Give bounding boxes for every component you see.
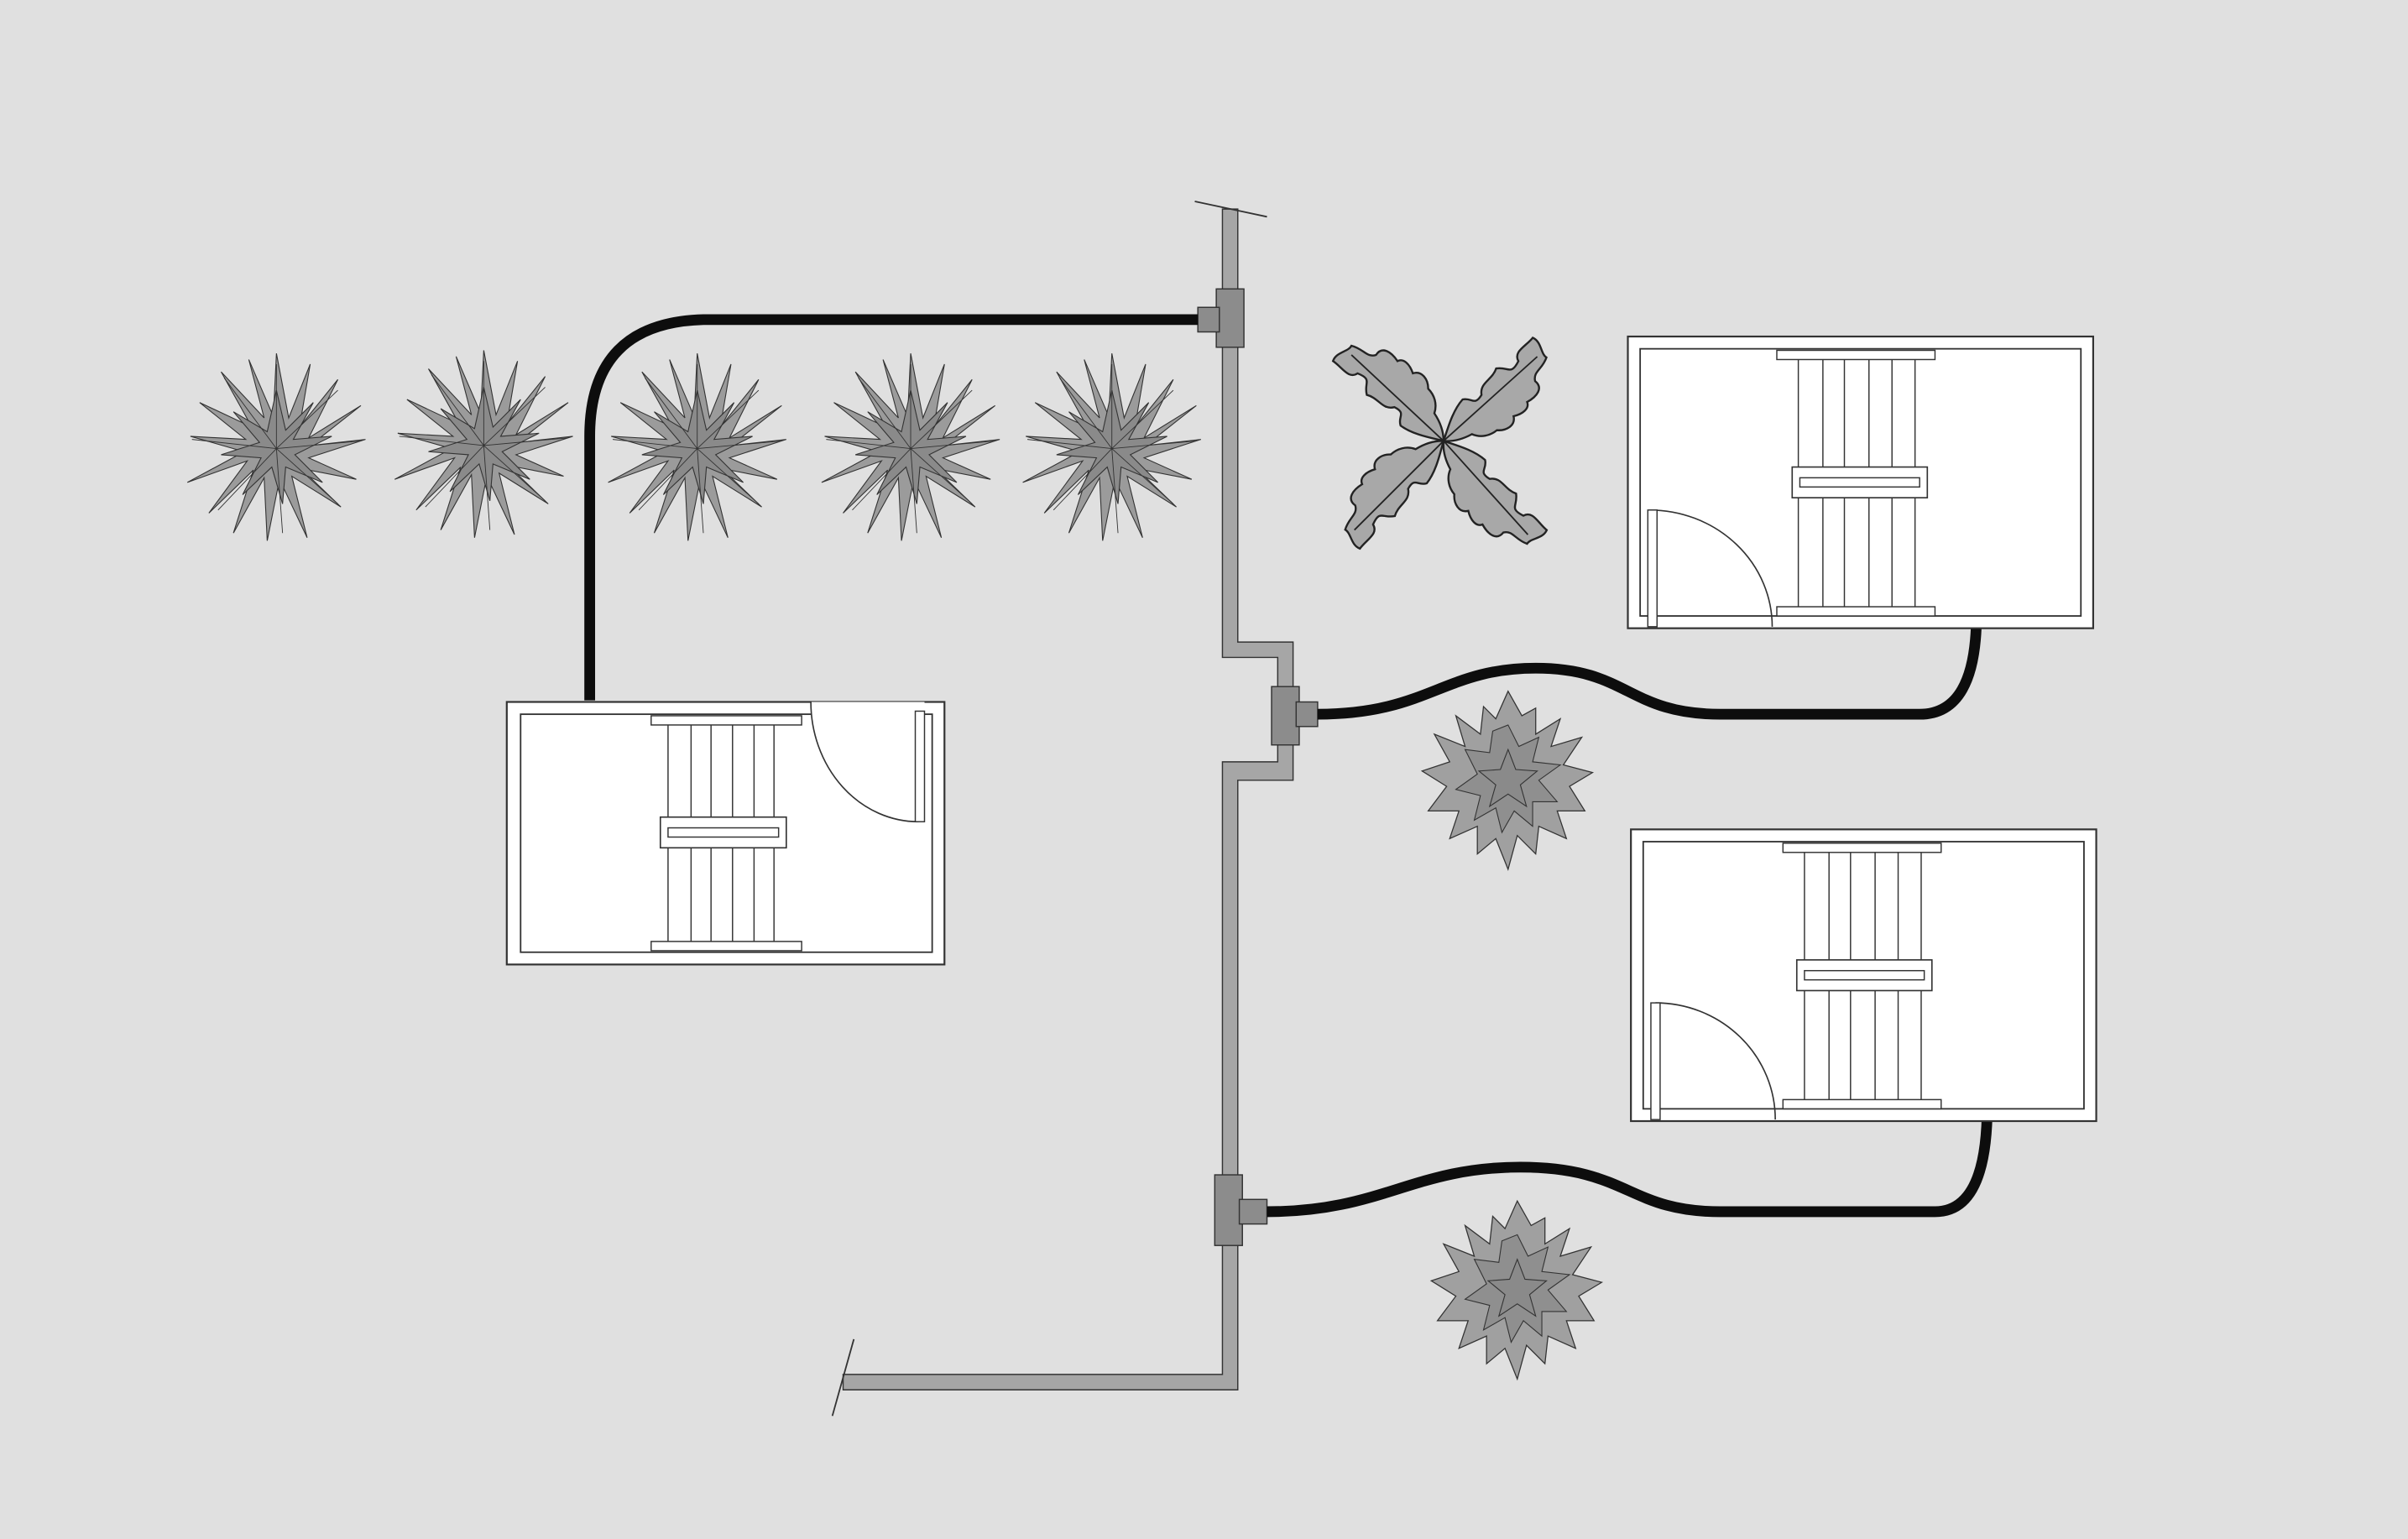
pipe-break-icon — [831, 1338, 855, 1416]
hose-to-lower-right-shed — [1267, 1105, 1993, 1218]
star-shrub-icon — [1421, 691, 1594, 870]
shed-left — [505, 701, 946, 966]
hose-to-upper-right-shed — [1317, 614, 1982, 720]
tee-fitting-middle — [1271, 686, 1319, 746]
bed — [650, 715, 802, 952]
spiky-plant-icon — [1022, 352, 1202, 541]
shed-lower-right — [1630, 828, 2097, 1123]
spiky-plant-icon — [608, 352, 787, 541]
tee-fitting-top — [1197, 288, 1245, 348]
pipe-break-icon — [1194, 201, 1267, 218]
door-swing-icon — [1647, 509, 1773, 628]
spiky-plant-icon — [186, 352, 367, 541]
shed-upper-right — [1627, 335, 2095, 629]
spiky-plant-icon — [821, 352, 1000, 541]
leafy-plant-icon — [1332, 330, 1555, 553]
hose-to-left-shed — [584, 314, 1199, 701]
door-swing-icon — [810, 702, 926, 823]
tee-fitting-bottom — [1214, 1174, 1268, 1246]
bed — [1776, 349, 1936, 617]
spiky-plant-icon — [394, 349, 574, 539]
star-shrub-icon — [1430, 1200, 1603, 1380]
bed — [1782, 843, 1942, 1110]
door-swing-icon — [1650, 1002, 1776, 1120]
